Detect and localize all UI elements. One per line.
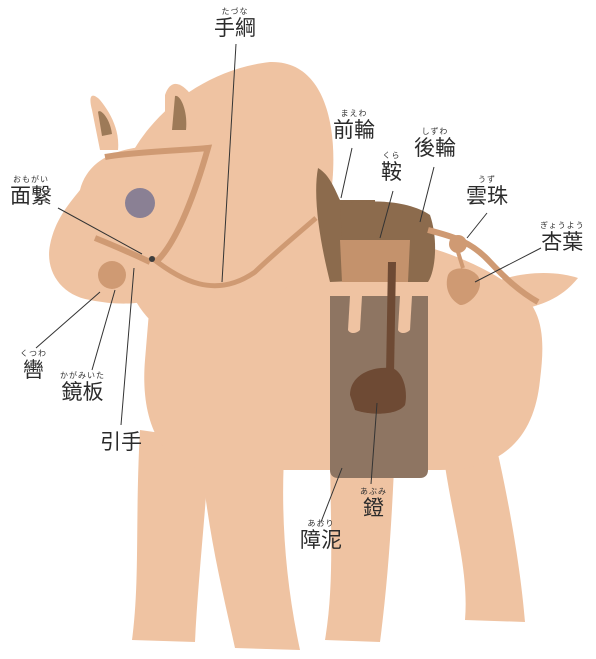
label-tazuna: たづな 手綱	[214, 8, 256, 39]
ruby-maewa: まえわ	[333, 110, 375, 118]
kanji-omogai: 面繋	[10, 186, 52, 207]
mudguard-strap-left	[348, 296, 362, 333]
horse-front-leg-right	[200, 440, 300, 650]
horse-eye	[125, 188, 155, 218]
leader-maewa	[341, 148, 352, 198]
kanji-abumi: 鐙	[360, 498, 387, 519]
kanji-kagamiita: 鏡板	[60, 382, 105, 403]
kanji-gyouyou: 杏葉	[540, 232, 585, 253]
kanji-shizuwa: 後輪	[414, 138, 456, 159]
label-omogai: おもがい 面繋	[10, 176, 52, 207]
kanji-kutsuwa: 轡	[20, 360, 47, 381]
label-shizuwa: しずわ 後輪	[414, 128, 456, 159]
kanji-tazuna: 手綱	[214, 18, 256, 39]
kanji-aori: 障泥	[300, 530, 342, 551]
label-kura: くら 鞍	[381, 152, 402, 183]
mudguard-strap-right	[398, 296, 412, 333]
ruby-kagamiita: かがみいた	[60, 372, 105, 380]
label-aori: あおり 障泥	[300, 520, 342, 551]
ruby-kura: くら	[381, 152, 402, 160]
kanji-uzu: 雲珠	[466, 186, 508, 207]
label-gyouyou: ぎょうよう 杏葉	[540, 222, 585, 253]
kanji-kura: 鞍	[381, 162, 402, 183]
label-abumi: あぶみ 鐙	[360, 488, 387, 519]
kanji-hikite: 引手	[100, 432, 142, 453]
uzu-ornament	[449, 235, 467, 253]
ruby-aori: あおり	[300, 520, 342, 528]
leader-kutsuwa	[36, 292, 100, 348]
ruby-shizuwa: しずわ	[414, 128, 456, 136]
label-maewa: まえわ 前輪	[333, 110, 375, 141]
ruby-tazuna: たづな	[214, 8, 256, 16]
ruby-abumi: あぶみ	[360, 488, 387, 496]
ruby-gyouyou: ぎょうよう	[540, 222, 585, 230]
ruby-uzu: うず	[466, 176, 508, 184]
label-kagamiita: かがみいた 鏡板	[60, 372, 105, 403]
kanji-maewa: 前輪	[333, 120, 375, 141]
ruby-omogai: おもがい	[10, 176, 52, 184]
label-uzu: うず 雲珠	[466, 176, 508, 207]
saddle-front-face	[340, 240, 410, 282]
bit-kutsuwa	[149, 256, 155, 262]
leader-uzu	[467, 213, 487, 238]
kagamiita-plate	[98, 261, 126, 289]
ruby-kutsuwa: くつわ	[20, 350, 47, 358]
label-kutsuwa: くつわ 轡	[20, 350, 47, 381]
label-hikite: 引手	[100, 430, 142, 453]
